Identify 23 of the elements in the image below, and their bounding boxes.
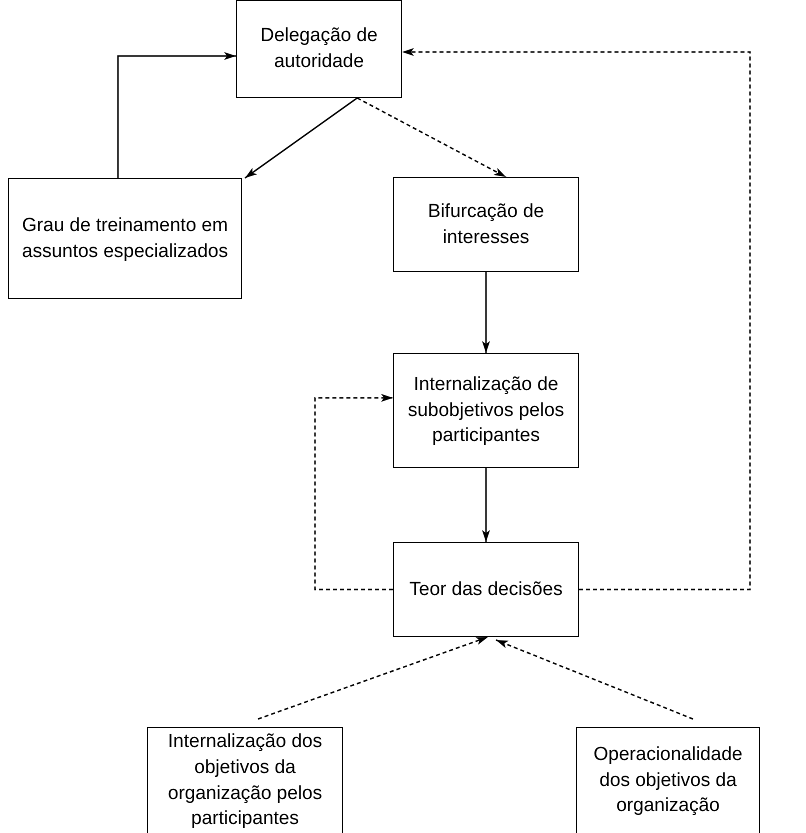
arrow [482, 468, 490, 542]
arrow [496, 639, 694, 720]
box-text: Delegação de autoridade [259, 24, 379, 74]
process-box [393, 542, 579, 637]
arrow [117, 52, 236, 178]
process-box [8, 178, 242, 299]
arrow [402, 48, 751, 590]
arrow [482, 272, 490, 353]
process-box [393, 177, 579, 272]
box-text: Internalização dos objetivos da organização pelos participantes [166, 730, 324, 832]
box-text: Internalização de subobjetivos pelos participantes [406, 373, 566, 448]
box-text: Teor das decisões [409, 578, 563, 602]
process-box [147, 727, 343, 833]
arrow [356, 97, 506, 178]
box-text: Bifurcação de interesses [426, 200, 546, 250]
process-box [236, 0, 402, 98]
process-box [393, 353, 579, 468]
arrow [314, 394, 393, 590]
box-text: Operacionalidade dos objetivos da organização [592, 743, 744, 818]
box-text: Grau de treinamento em assuntos especializados [21, 214, 229, 264]
arrow [258, 636, 488, 720]
process-box [576, 727, 760, 833]
arrow [244, 97, 358, 179]
